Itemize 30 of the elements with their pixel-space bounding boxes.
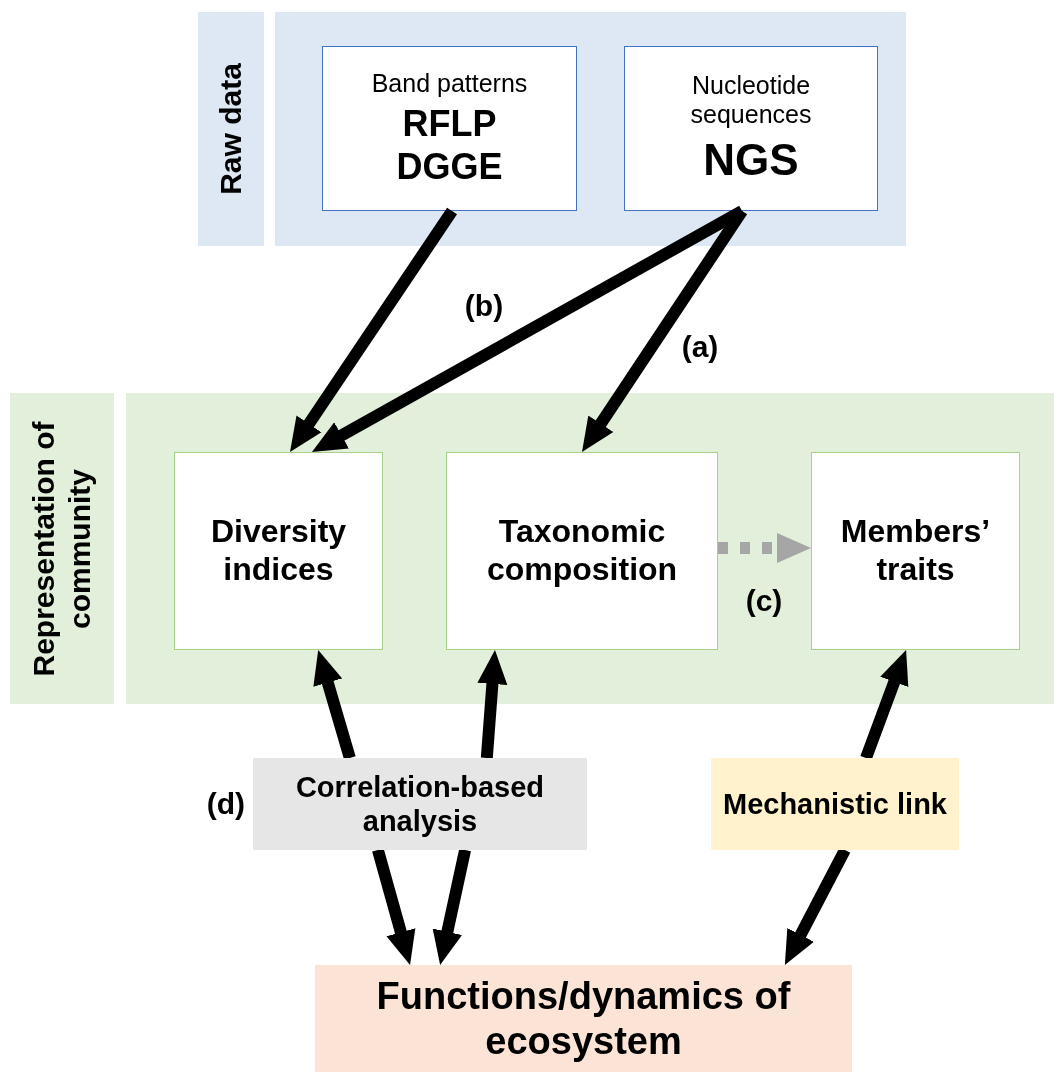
section-title: Representation of community [26,420,97,678]
section-band [10,393,114,704]
section-panel [275,12,906,246]
section-panel [126,393,1054,704]
data-box [322,46,577,211]
section-title: Raw data [213,62,248,197]
arrow [312,648,356,760]
box-text: Functions/dynamics of ecosystem [375,973,792,1064]
box-title: NGS [702,134,800,187]
outcome-box [315,965,852,1072]
box-title: RFLP DGGE [395,103,504,189]
arrow [477,649,508,759]
arrow [432,848,471,967]
method-box [711,758,959,850]
process-box [446,452,718,650]
box-subtitle: Band patterns [371,68,528,98]
data-box [624,46,878,211]
method-box [253,758,587,850]
box-text: Taxonomic composition [485,513,679,589]
box-text: Diversity indices [209,513,348,589]
box-text: Members’ traits [839,513,992,589]
section-band [198,12,264,246]
arrow [372,848,416,967]
process-box [811,452,1020,650]
arrow [718,533,811,564]
box-text: Correlation-based analysis [294,769,546,839]
annotation-label: (d) [206,787,245,821]
box-subtitle: Nucleotide sequences [689,70,813,129]
process-box [174,452,383,650]
box-text: Mechanistic link [722,786,948,822]
